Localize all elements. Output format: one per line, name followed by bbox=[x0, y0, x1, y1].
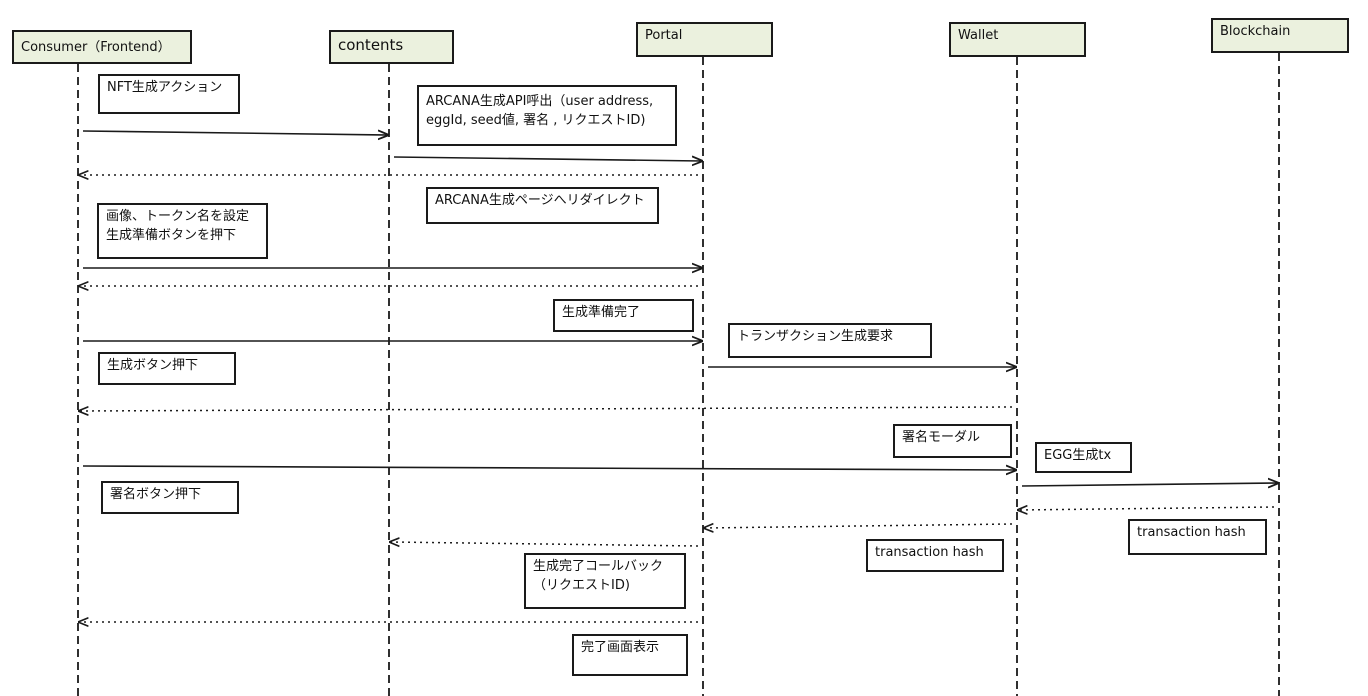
message-arrow-8 bbox=[82, 466, 1016, 470]
actor-blockchain: Blockchain bbox=[1211, 18, 1349, 53]
message-completion-callback: 生成完了コールバック （リクエストID) bbox=[524, 553, 686, 609]
message-redirect-arcana-page: ARCANA生成ページへリダイレクト bbox=[426, 187, 659, 224]
return-arrow-11 bbox=[704, 524, 1013, 528]
message-arcana-api-call: ARCANA生成API呼出（user address, eggId, seed値… bbox=[417, 85, 677, 146]
return-arrow-7 bbox=[79, 407, 1013, 411]
message-arrow-0 bbox=[82, 131, 388, 135]
message-arrow-1 bbox=[393, 157, 702, 161]
message-arrow-9 bbox=[1021, 483, 1278, 486]
return-arrow-12 bbox=[390, 542, 699, 546]
message-generation-ready: 生成準備完了 bbox=[553, 299, 694, 332]
message-signature-modal: 署名モーダル bbox=[893, 424, 1012, 458]
message-generate-button-press: 生成ボタン押下 bbox=[98, 352, 236, 385]
actor-contents: contents bbox=[329, 30, 454, 64]
message-set-image-token-name: 画像、トークン名を設定 生成準備ボタンを押下 bbox=[97, 203, 268, 259]
message-transaction-request: トランザクション生成要求 bbox=[728, 323, 932, 358]
actor-wallet: Wallet bbox=[949, 22, 1086, 57]
return-arrow-10 bbox=[1018, 507, 1275, 510]
actor-consumer-frontend: Consumer（Frontend） bbox=[12, 30, 192, 64]
message-show-completion-screen: 完了画面表示 bbox=[572, 634, 688, 676]
message-transaction-hash-blockchain: transaction hash bbox=[1128, 519, 1267, 555]
message-nft-generate-action: NFT生成アクション bbox=[98, 74, 240, 114]
actor-portal: Portal bbox=[636, 22, 773, 57]
message-egg-generate-tx: EGG生成tx bbox=[1035, 442, 1132, 473]
message-transaction-hash-wallet: transaction hash bbox=[866, 539, 1004, 572]
message-sign-button-press: 署名ボタン押下 bbox=[101, 481, 239, 514]
